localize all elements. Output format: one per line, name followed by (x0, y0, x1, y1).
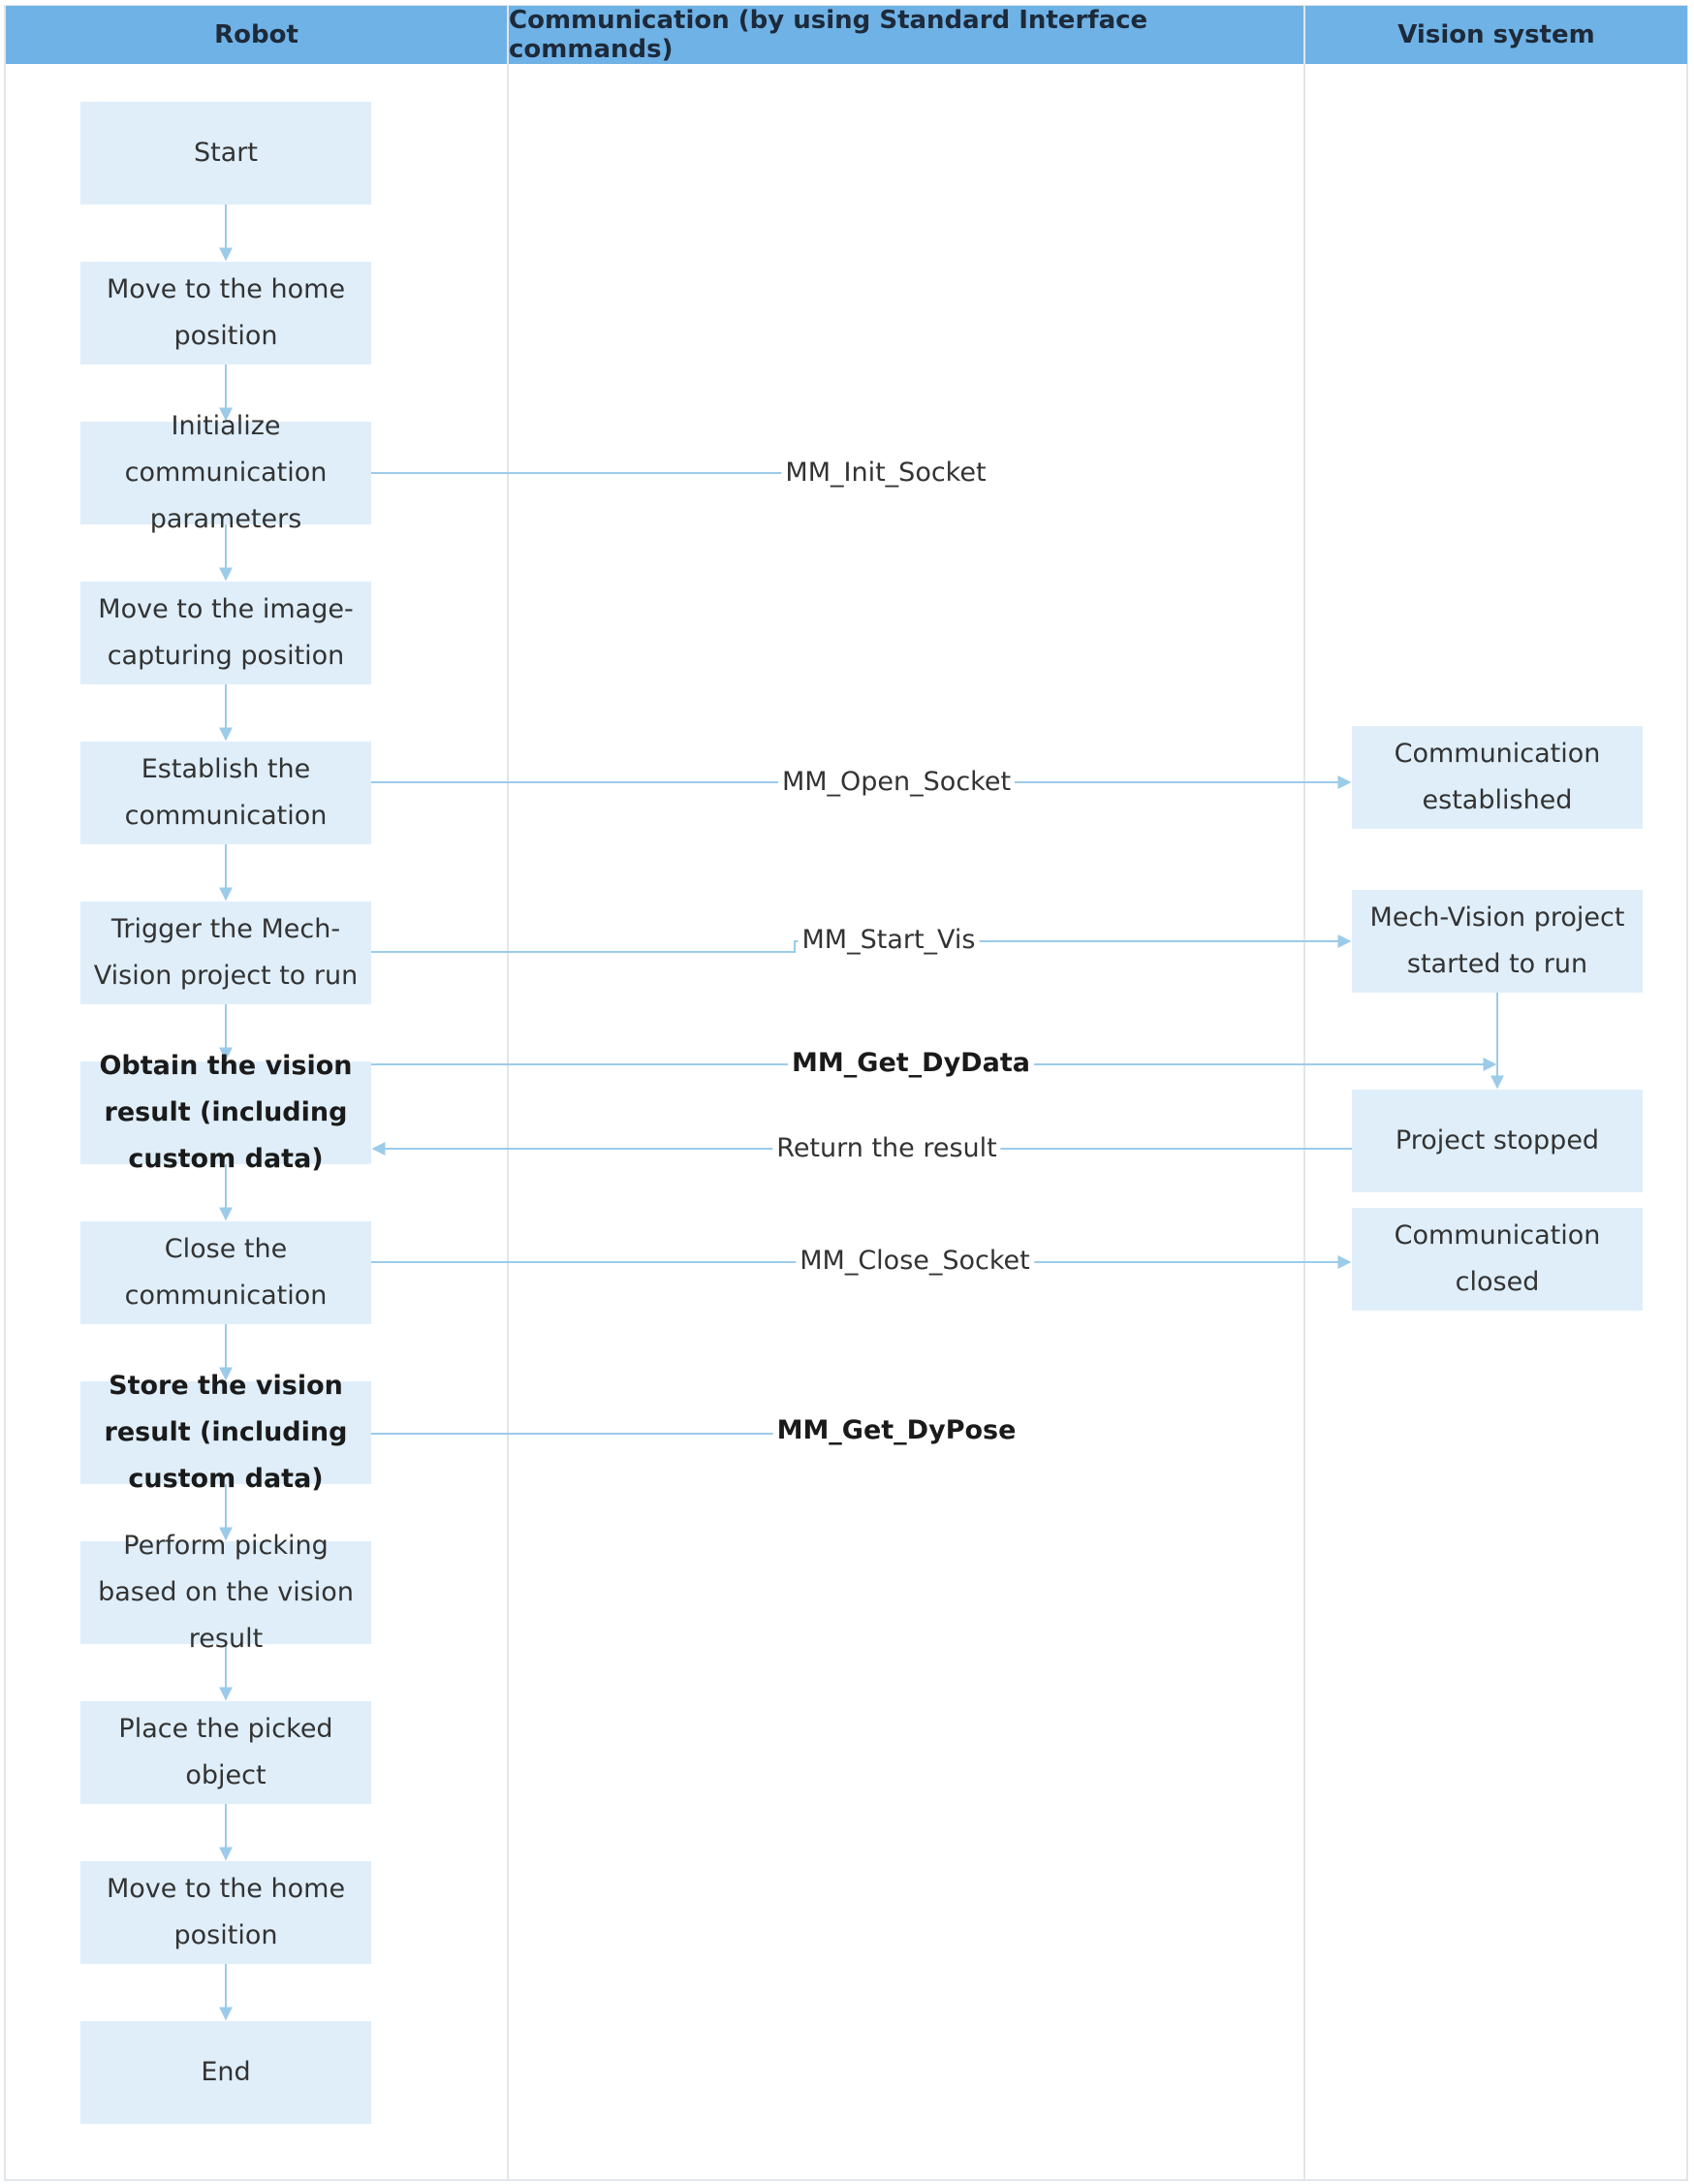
vision-step-communication-closed: Communication closed (1352, 1208, 1643, 1311)
command-label-get-dypose: MM_Get_DyPose (772, 1414, 1020, 1447)
command-label-init-socket: MM_Init_Socket (781, 457, 990, 490)
command-label-get-dydata: MM_Get_DyData (788, 1047, 1034, 1080)
command-label-return-result: Return the result (772, 1132, 1001, 1165)
header-communication: Communication (by using Standard Interfa… (509, 6, 1303, 64)
robot-step-move-home-final: Move to the home position (80, 1861, 371, 1964)
connector-start-vis (371, 934, 1352, 953)
robot-step-establish-communication: Establish the communication (80, 742, 371, 844)
header-robot: Robot (6, 6, 507, 64)
lane-divider-robot-communication (507, 6, 509, 2179)
command-label-start-vis: MM_Start_Vis (798, 924, 980, 957)
vision-step-project-stopped: Project stopped (1352, 1090, 1643, 1192)
robot-step-perform-picking: Perform picking based on the vision resu… (80, 1531, 371, 1654)
robot-step-move-home: Move to the home position (80, 262, 371, 364)
command-label-close-socket: MM_Close_Socket (796, 1245, 1034, 1278)
command-label-open-socket: MM_Open_Socket (777, 766, 1016, 799)
robot-step-end: End (80, 2021, 371, 2124)
robot-step-initialize-communication: Initialize communication parameters (80, 411, 371, 534)
robot-step-obtain-vision-result: Obtain the vision result (including cust… (80, 1051, 371, 1174)
robot-step-place-object: Place the picked object (80, 1701, 371, 1804)
robot-step-move-image-capturing: Move to the image-capturing position (80, 582, 371, 684)
robot-step-close-communication: Close the communication (80, 1221, 371, 1324)
robot-step-start: Start (80, 102, 371, 205)
vision-step-project-started: Mech-Vision project started to run (1352, 890, 1643, 993)
robot-step-store-vision-result: Store the vision result (including custo… (80, 1371, 371, 1494)
header-vision-system: Vision system (1305, 6, 1687, 64)
vision-step-communication-established: Communication established (1352, 726, 1643, 829)
robot-step-trigger-project: Trigger the Mech-Vision project to run (80, 902, 371, 1004)
lane-divider-communication-vision (1303, 6, 1305, 2179)
